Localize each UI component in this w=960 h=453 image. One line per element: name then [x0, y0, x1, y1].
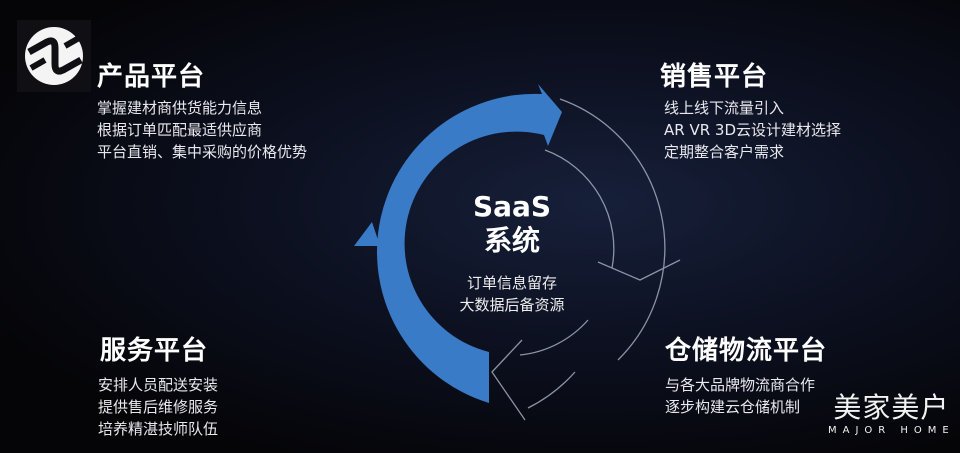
outer-outline-arc	[527, 98, 666, 409]
sales-platform-title: 销售平台	[660, 62, 769, 92]
inner-outline-arc	[519, 149, 615, 356]
center-line: 大数据后备资源	[459, 296, 565, 314]
product-platform-lines: 掌握建材商供货能力信息 根据订单匹配最适供应商 平台直销、集中采购的价格优势	[97, 97, 307, 163]
product-line: 根据订单匹配最适供应商	[97, 121, 263, 139]
service-line: 培养精湛技师队伍	[98, 420, 219, 438]
center-subtitle: 系统	[483, 224, 540, 257]
product-line: 平台直销、集中采购的价格优势	[97, 143, 308, 161]
right-outline-arrowhead-icon	[597, 259, 681, 281]
sales-platform-lines: 线上线下流量引入 AR VR 3D云设计建材选择 定期整合客户需求	[664, 97, 841, 163]
service-line: 安排人员配送安装	[98, 376, 219, 394]
watermark-en: MAJOR HOME	[828, 425, 955, 436]
service-platform-lines: 安排人员配送安装 提供售后维修服务 培养精湛技师队伍	[98, 374, 218, 440]
logistics-platform-title: 仓储物流平台	[665, 336, 828, 366]
center-label: SaaS 系统 订单信息留存 大数据后备资源	[412, 190, 612, 316]
watermark-cn: 美家美户	[833, 391, 950, 424]
sales-line: 定期整合客户需求	[664, 143, 785, 161]
watermark: 美家美户 MAJOR HOME	[828, 392, 955, 438]
product-platform-title: 产品平台	[97, 62, 206, 92]
center-line: 订单信息留存	[466, 274, 557, 292]
bottom-outline-arrowhead-icon	[491, 339, 526, 421]
service-platform-title: 服务平台	[100, 336, 209, 366]
blue-cycle-arrow	[377, 84, 562, 403]
product-line: 掌握建材商供货能力信息	[97, 99, 263, 117]
logistics-line: 与各大品牌物流商合作	[665, 376, 816, 394]
logo-icon	[25, 27, 83, 85]
center-title: SaaS	[472, 190, 552, 223]
service-line: 提供售后维修服务	[98, 398, 219, 416]
sales-line: 线上线下流量引入	[664, 99, 785, 117]
brand-logo	[17, 20, 91, 92]
sales-line: AR VR 3D云设计建材选择	[664, 121, 841, 139]
logistics-platform-lines: 与各大品牌物流商合作 逐步构建云仓储机制	[665, 374, 815, 418]
logistics-line: 逐步构建云仓储机制	[665, 398, 801, 416]
left-arrow-notch	[354, 222, 380, 246]
